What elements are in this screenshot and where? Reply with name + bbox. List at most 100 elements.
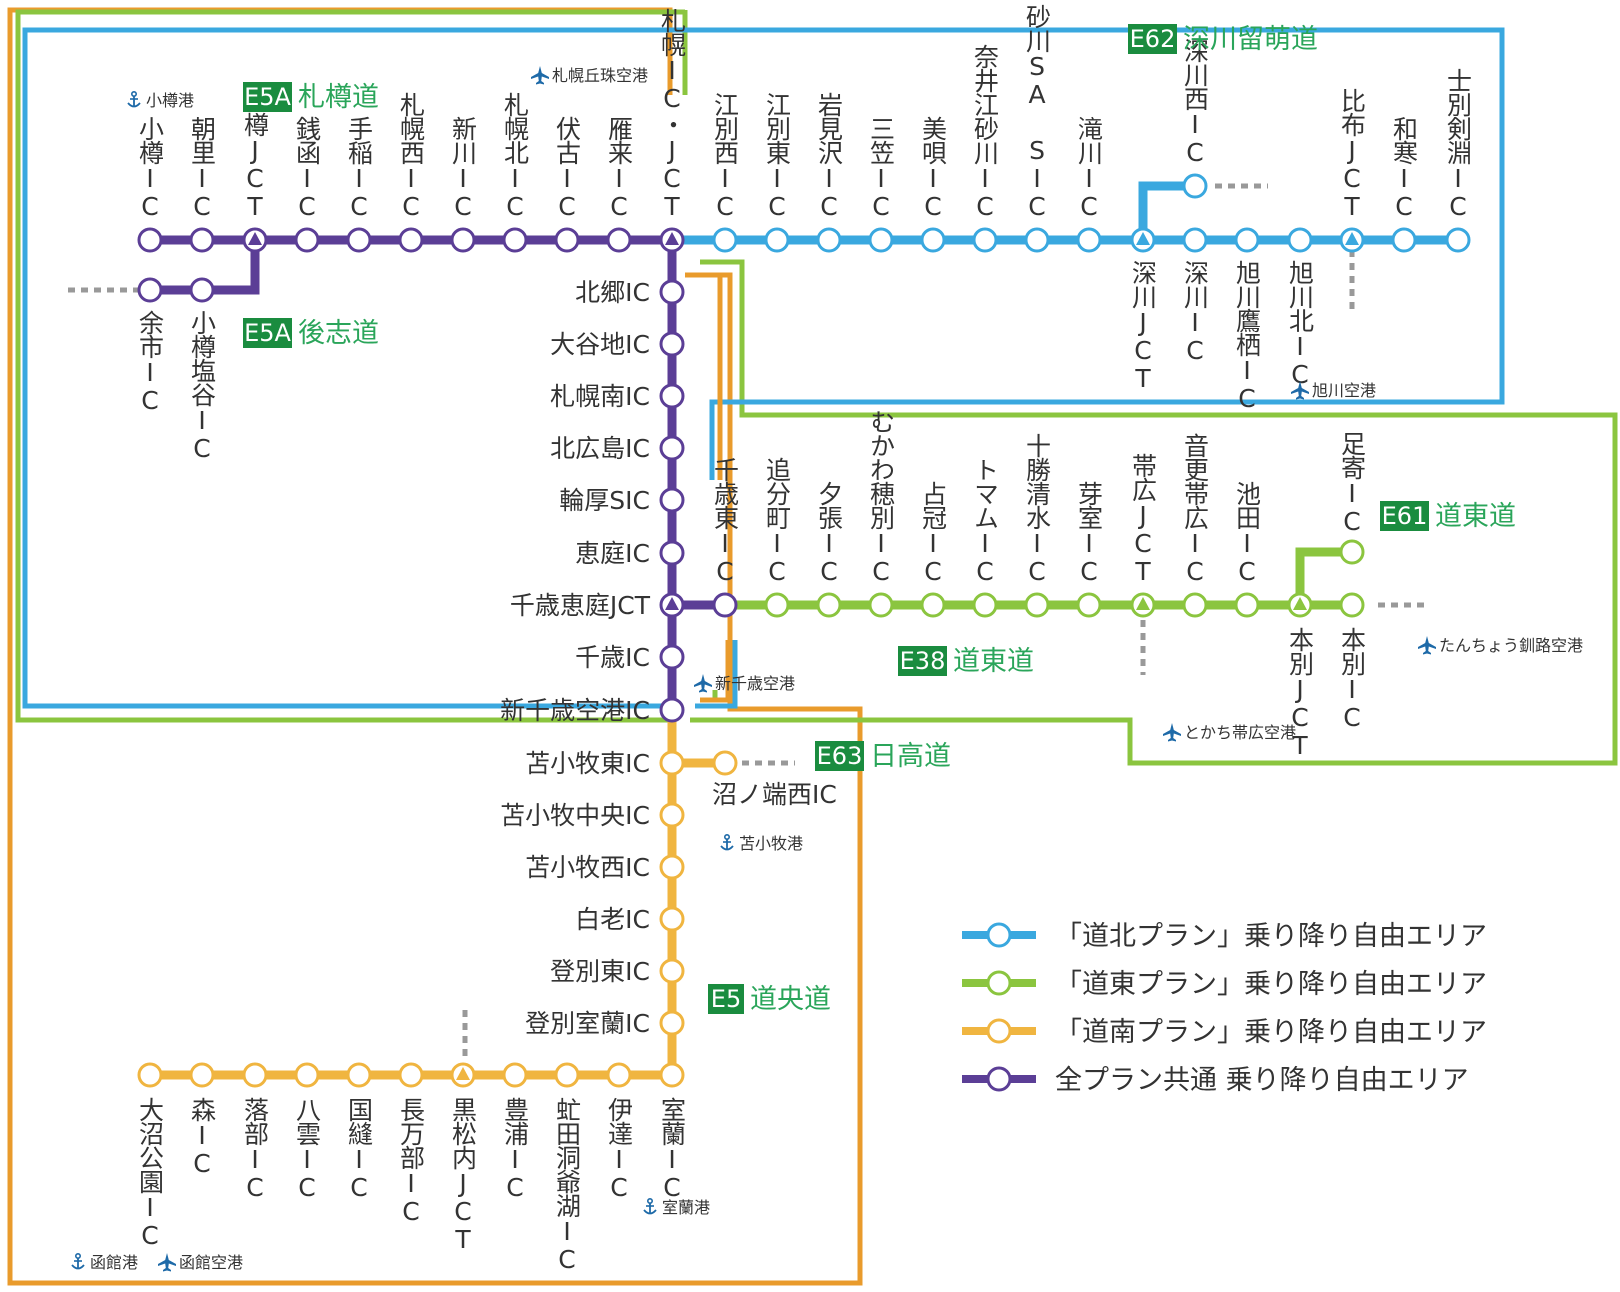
station-node [1339,592,1365,618]
station-label: 滝川IC [1075,116,1104,220]
legend-item: 「道北プラン」乗り降り自由エリア [962,921,1487,952]
station-label: 江別東IC [763,92,792,220]
anchor-icon [643,1197,657,1215]
station-node [242,1062,268,1088]
station-label: 虻田洞爺湖IC [553,1097,582,1273]
legend-swatch-node [986,1018,1012,1044]
station-label: 札幌南IC [550,382,650,411]
station-node [659,750,685,776]
station-label: 国縫IC [345,1097,374,1201]
station-label: 苫小牧西IC [525,853,650,882]
station-label: 池田IC [1233,481,1262,585]
station-label: 雁来IC [605,116,634,220]
poi-kushiro_airport: たんちょう釧路空港 [1418,636,1583,655]
common-line-shiribeshi [150,240,260,295]
station-label: 十勝清水IC [1023,433,1052,585]
station-node [137,227,163,253]
station-node [398,1062,424,1088]
station-node [712,592,738,618]
station-label: 小樽塩谷IC [188,310,217,462]
station-label: 北郷IC [575,278,650,307]
anchor-icon [71,1252,85,1270]
station-node [1339,539,1365,565]
station-label: 占冠IC [919,481,948,585]
station-label: 沼ノ端西IC [712,780,837,809]
road-name: 道東道 [953,646,1034,677]
road-code: E5 [711,985,741,1013]
junction-triangle [456,1067,470,1080]
road-code-badge [243,318,292,348]
poi-label: 室蘭港 [662,1198,710,1217]
station-label: 小樽IC [136,116,165,220]
station-label: 登別室蘭IC [525,1009,650,1038]
station-node [346,227,372,253]
station-node [398,227,424,253]
station-label: 伏古IC [553,116,582,220]
poi-otaru_port: 小樽港 [127,90,194,110]
station-label: 旭川鷹栖IC [1233,260,1262,412]
junction-triangle [1136,597,1150,610]
station-label: 和寒IC [1390,116,1419,220]
station-node [1287,227,1313,253]
station-node [659,644,685,670]
station-label: 足寄IC [1338,431,1367,535]
station-node [1391,227,1417,253]
station-node [1182,592,1208,618]
airplane-icon [694,674,712,693]
legend-label: 「道北プラン」乗り降り自由エリア [1055,921,1487,952]
station-label: 伊達IC [605,1097,634,1201]
station-node [659,331,685,357]
legend-item: 「道南プラン」乗り降り自由エリア [962,1017,1487,1048]
station-label: 追分町IC [763,457,792,585]
road-name: 深川留萌道 [1183,24,1318,55]
road-code-badge [243,82,292,112]
road-name: 道東道 [1435,501,1516,532]
station-label: 八雲IC [293,1097,322,1201]
plan-area-borders [7,7,1618,1286]
station-node [764,227,790,253]
station-node [816,592,842,618]
station-label: 本別IC [1338,627,1367,731]
ashoro-line [1295,547,1352,605]
junction-triangle [1293,597,1307,610]
road-code: E5A [244,319,291,347]
poi-new_chitose_airport: 新千歳空港 [694,674,795,693]
station-label: 大谷地IC [550,330,650,359]
station-node [659,540,685,566]
station-node [189,277,215,303]
station-node [137,277,163,303]
airplane-icon [1418,636,1436,655]
station-node [659,802,685,828]
station-label: 白老IC [575,905,650,934]
fukagawa-rumoi-line [1138,181,1195,240]
station-label: 砂川SA SIC [1023,4,1052,220]
legend-swatch-node [986,1066,1012,1092]
station-label: 比布JCT [1338,88,1367,220]
station-node [606,227,632,253]
junction-triangle [1345,232,1359,245]
station-node [920,227,946,253]
station-node [1234,227,1260,253]
legend-item: 「道東プラン」乗り降り自由エリア [962,969,1487,1000]
station-node [137,1062,163,1088]
junction-triangle [665,232,679,245]
station-node [868,592,894,618]
road-code: E62 [1130,25,1176,53]
poi-markers: 小樽港札幌丘珠空港旭川空港新千歳空港たんちょう釧路空港とかち帯広空港苫小牧港室蘭… [71,66,1583,1272]
poi-label: 旭川空港 [1312,381,1376,400]
station-label: トマムIC [971,457,1000,585]
station-label: 苫小牧中央IC [500,801,650,830]
station-label: 苫小牧東IC [525,749,650,778]
dohoku-area-border [709,27,1505,480]
station-label: 札幌北IC [501,92,530,220]
station-label: 輪厚SIC [559,486,650,515]
station-node [450,227,476,253]
station-node [189,227,215,253]
station-node [659,279,685,305]
station-node [1182,173,1208,199]
poi-okadama_airport: 札幌丘珠空港 [531,66,648,85]
